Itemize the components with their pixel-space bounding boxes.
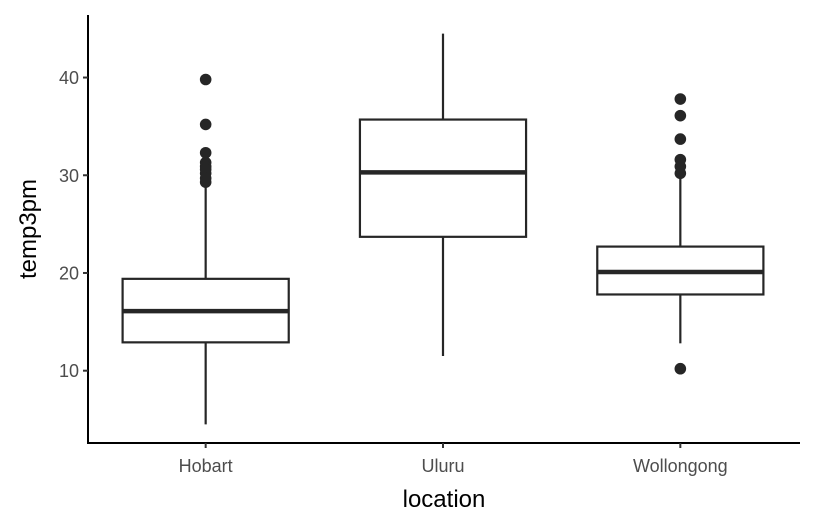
y-tick-label: 10	[59, 361, 79, 381]
x-tick-label: Wollongong	[633, 456, 728, 476]
iqr-box	[358, 118, 528, 238]
y-axis-ticks: 10 20 30 40	[59, 68, 88, 381]
outlier-point	[674, 109, 687, 122]
x-tick-label: Hobart	[179, 456, 233, 476]
plot-area	[121, 33, 765, 425]
y-tick-label: 30	[59, 166, 79, 186]
x-tick-label: Uluru	[421, 456, 464, 476]
y-tick-label: 40	[59, 68, 79, 88]
y-tick-label: 20	[59, 263, 79, 283]
outlier-point	[199, 176, 212, 188]
outlier-point	[199, 118, 212, 131]
box-group-hobart	[121, 73, 290, 425]
box-group-uluru	[358, 33, 528, 357]
outlier-point	[674, 93, 687, 105]
outlier-point	[674, 133, 687, 145]
outlier-point	[674, 167, 687, 180]
y-axis-title: temp3pm	[15, 179, 42, 279]
outlier-point	[674, 362, 687, 375]
x-axis-title: location	[403, 486, 486, 513]
outlier-point	[199, 73, 212, 86]
outlier-point	[199, 146, 212, 159]
x-axis-ticks: Hobart Uluru Wollongong	[179, 443, 728, 476]
box-group-wollongong	[596, 93, 765, 375]
